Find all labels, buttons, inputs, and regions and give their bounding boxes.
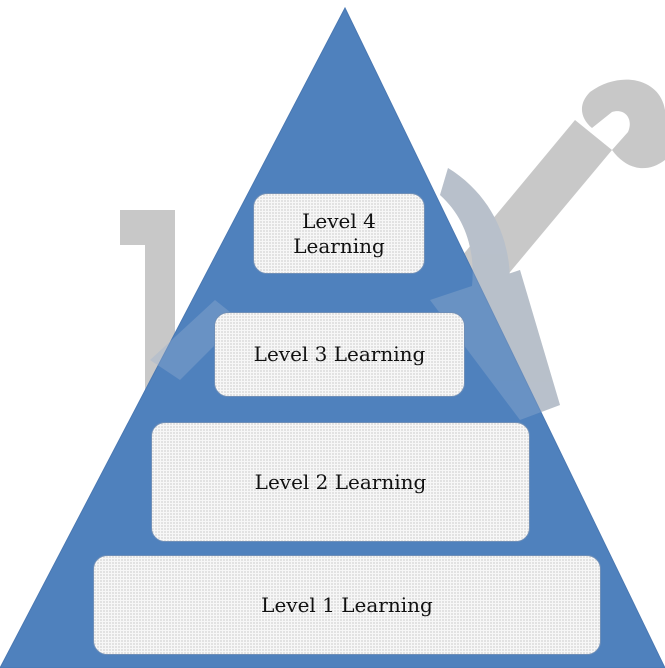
level-1-box: Level 1 Learning <box>93 555 601 655</box>
level-2-box: Level 2 Learning <box>151 422 530 542</box>
watermark-bracket <box>120 210 175 390</box>
level-2-label: Level 2 Learning <box>254 469 427 494</box>
level-4-label: Level 4 Learning <box>293 208 385 258</box>
level-3-box: Level 3 Learning <box>214 312 465 397</box>
watermark-wrench-head <box>581 79 665 169</box>
level-3-label: Level 3 Learning <box>253 342 426 366</box>
level-1-label: Level 1 Learning <box>261 592 433 617</box>
level-4-box: Level 4 Learning <box>253 193 425 274</box>
